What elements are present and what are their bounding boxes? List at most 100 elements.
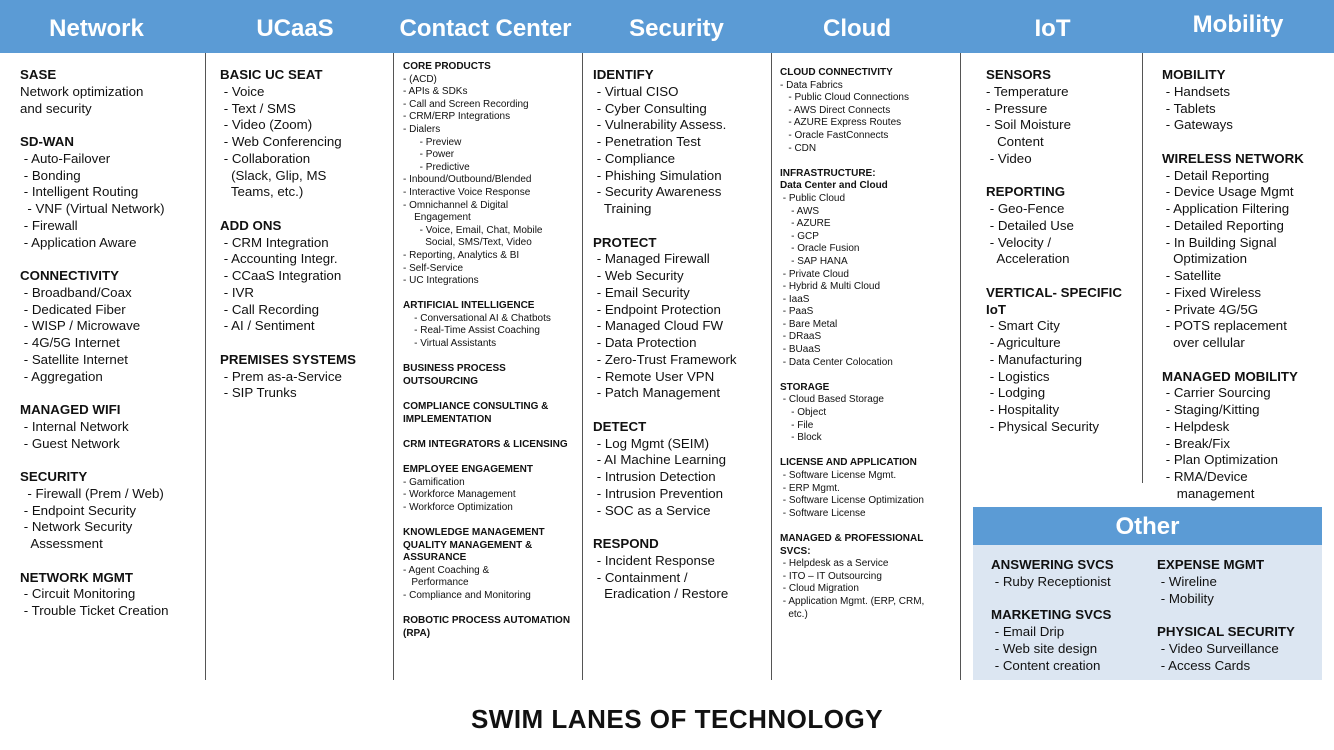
section-title: BUSINESS PROCESS OUTSOURCING bbox=[403, 363, 506, 387]
list-item: - Gamification bbox=[403, 476, 465, 488]
list-item: Performance bbox=[403, 577, 469, 589]
list-item: - In Building Signal bbox=[1162, 234, 1277, 250]
list-item: - Detailed Use bbox=[986, 217, 1074, 233]
list-item: - Staging/Kitting bbox=[1162, 402, 1260, 417]
section: RESPOND - Incident Response - Containmen… bbox=[593, 536, 737, 603]
section: CRM INTEGRATORS & LICENSING bbox=[403, 439, 570, 452]
section: EMPLOYEE ENGAGEMENT- Gamification- Workf… bbox=[403, 464, 570, 514]
header-iot: IoT bbox=[1034, 15, 1071, 42]
other-header: Other bbox=[973, 507, 1322, 545]
list-item: - Web Security bbox=[593, 268, 684, 283]
list-item: - Endpoint Security bbox=[20, 502, 137, 518]
list-item: - Cyber Consulting bbox=[593, 100, 707, 116]
section: WIRELESS NETWORK - Detail Reporting - De… bbox=[1162, 151, 1304, 352]
list-item: - Software License bbox=[780, 507, 866, 519]
list-item: - (ACD) bbox=[403, 73, 437, 85]
section-title: EXPENSE MGMT bbox=[1157, 557, 1265, 572]
list-item: Eradication / Restore bbox=[593, 586, 729, 602]
section: CORE PRODUCTS- (ACD)- APIs & SDKs- Call … bbox=[403, 61, 570, 288]
list-item: - Pressure bbox=[986, 100, 1048, 116]
list-item: Engagement bbox=[403, 212, 471, 224]
list-item: - Content creation bbox=[991, 657, 1101, 673]
list-item: - Conversational AI & Chatbots bbox=[403, 312, 551, 324]
section-title: RESPOND bbox=[593, 536, 659, 551]
list-item: - Private Cloud bbox=[780, 268, 849, 280]
list-item: - Access Cards bbox=[1157, 657, 1251, 673]
list-item: - Gateways bbox=[1162, 117, 1233, 133]
list-item: - BUaaS bbox=[780, 344, 821, 356]
header-contact-center: Contact Center bbox=[399, 15, 572, 42]
section-title: ADD ONS bbox=[220, 217, 282, 233]
section: PROTECT - Managed Firewall - Web Securit… bbox=[593, 235, 737, 403]
list-item: - Phishing Simulation bbox=[593, 167, 722, 183]
list-item: - Trouble Ticket Creation bbox=[20, 603, 169, 618]
section: BASIC UC SEAT - Voice - Text / SMS - Vid… bbox=[220, 67, 356, 201]
list-item: - GCP bbox=[780, 230, 819, 242]
list-item: - Power bbox=[403, 149, 455, 161]
list-item: - UC Integrations bbox=[403, 275, 479, 287]
list-item: - WISP / Microwave bbox=[20, 318, 141, 334]
list-item: - Satellite bbox=[1162, 268, 1222, 283]
list-item: Teams, etc.) bbox=[220, 184, 304, 200]
section-title: NETWORK MGMT bbox=[20, 569, 134, 585]
list-item: - Omnichannel & Digital bbox=[403, 199, 509, 211]
list-item: - Preview bbox=[403, 136, 462, 148]
list-item: Acceleration bbox=[986, 251, 1070, 267]
section-title: CONNECTIVITY bbox=[20, 268, 119, 283]
section: NETWORK MGMT - Circuit Monitoring - Trou… bbox=[20, 570, 169, 620]
section-title: LICENSE AND APPLICATION bbox=[780, 457, 917, 469]
list-item: - Self-Service bbox=[403, 262, 464, 274]
section-title: REPORTING bbox=[986, 184, 1066, 200]
header-ucaas: UCaaS bbox=[256, 15, 334, 42]
list-item: - Application Aware bbox=[20, 234, 137, 250]
section: ARTIFICIAL INTELLIGENCE - Conversational… bbox=[403, 300, 570, 350]
list-item: - Detailed Reporting bbox=[1162, 217, 1284, 233]
section: PREMISES SYSTEMS - Prem as-a-Service - S… bbox=[220, 352, 356, 402]
section-title: PROTECT bbox=[593, 234, 657, 250]
list-item: - IaaS bbox=[780, 293, 810, 305]
list-item: - ITO – IT Outsourcing bbox=[780, 570, 882, 582]
lane-ucaas: BASIC UC SEAT - Voice - Text / SMS - Vid… bbox=[220, 67, 356, 419]
lane-divider bbox=[960, 53, 961, 680]
section-title: ARTIFICIAL INTELLIGENCE bbox=[403, 300, 535, 312]
section-title: VERTICAL- SPECIFIC IoT bbox=[986, 284, 1122, 317]
list-item: - Aggregation bbox=[20, 368, 103, 384]
list-item: - 4G/5G Internet bbox=[20, 335, 120, 350]
list-item: - AZURE Express Routes bbox=[780, 117, 902, 129]
section: SENSORS- Temperature- Pressure- Soil Moi… bbox=[986, 67, 1122, 168]
list-item: - Dedicated Fiber bbox=[20, 301, 126, 317]
list-item: - Bare Metal bbox=[780, 318, 838, 330]
list-item: - Penetration Test bbox=[593, 134, 701, 149]
list-item: - Velocity / bbox=[986, 234, 1052, 250]
section-title: INFRASTRUCTURE: Data Center and Cloud bbox=[780, 167, 888, 192]
section-title: SENSORS bbox=[986, 67, 1052, 82]
list-item: - Cloud Migration bbox=[780, 583, 859, 595]
list-item: - Email Security bbox=[593, 284, 690, 300]
list-item: - Data Fabrics bbox=[780, 79, 843, 91]
list-item: - Lodging bbox=[986, 385, 1046, 401]
section-title: WIRELESS NETWORK bbox=[1162, 150, 1304, 166]
list-item: - Dialers bbox=[403, 123, 441, 135]
list-item: - Video bbox=[986, 150, 1032, 166]
list-item: - Fixed Wireless bbox=[1162, 284, 1261, 300]
list-item: - APIs & SDKs bbox=[403, 86, 468, 98]
section: SECURITY - Firewall (Prem / Web) - Endpo… bbox=[20, 469, 169, 553]
list-item: - PaaS bbox=[780, 306, 814, 318]
list-item: - Helpdesk bbox=[1162, 418, 1230, 434]
list-item: Social, SMS/Text, Video bbox=[403, 237, 532, 249]
list-item: - IVR bbox=[220, 284, 254, 300]
section: MOBILITY - Handsets - Tablets - Gateways bbox=[1162, 67, 1304, 134]
lane-security: IDENTIFY - Virtual CISO - Cyber Consulti… bbox=[593, 67, 737, 620]
list-item: - CDN bbox=[780, 142, 817, 154]
list-item: and security bbox=[20, 100, 92, 116]
section-title: MANAGED WIFI bbox=[20, 402, 121, 417]
section: PHYSICAL SECURITY - Video Surveillance -… bbox=[1157, 624, 1295, 674]
list-item: - Video (Zoom) bbox=[220, 117, 313, 133]
section: INFRASTRUCTURE: Data Center and Cloud - … bbox=[780, 168, 924, 370]
list-item: - Real-Time Assist Coaching bbox=[403, 325, 540, 337]
lane-divider bbox=[1142, 53, 1143, 483]
lane-divider bbox=[771, 53, 772, 680]
section: KNOWLEDGE MANAGEMENT QUALITY MANAGEMENT … bbox=[403, 527, 570, 603]
list-item: - CRM/ERP Integrations bbox=[403, 111, 511, 123]
